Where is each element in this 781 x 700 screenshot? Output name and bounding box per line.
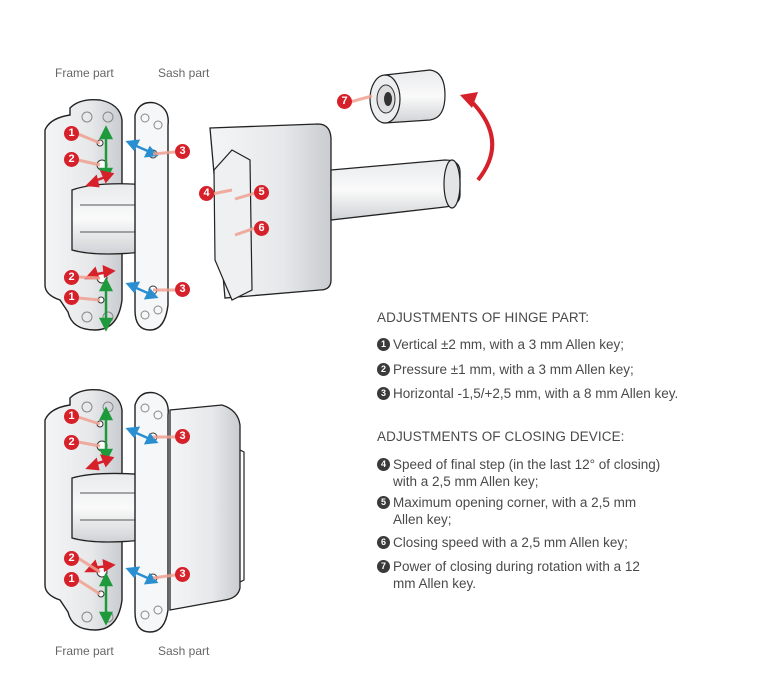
- hinge-item: 1 Vertical ±2 mm, with a 3 mm Allen key;: [377, 336, 707, 353]
- frame-part-label-top: Frame part: [55, 66, 114, 80]
- callout-2-top-upper: 2: [64, 152, 79, 167]
- top-hinge-drawing: [44, 69, 495, 332]
- callout-3-bottom-lower: 3: [175, 567, 190, 582]
- sash-part-bottom: [134, 391, 169, 633]
- callout-3-top-lower: 3: [175, 282, 190, 297]
- pressure-adjust-arrow: [84, 170, 116, 280]
- bottom-hinge-drawing: [44, 388, 245, 633]
- number-5-icon: 5: [377, 496, 390, 509]
- hinge-item: 2 Pressure ±1 mm, with a 3 mm Allen key;: [377, 361, 707, 378]
- callout-1-bottom-lower: 1: [64, 572, 79, 587]
- closing-item: 4 Speed of final step (in the last 12° o…: [377, 456, 682, 490]
- callout-3-top-upper: 3: [175, 144, 190, 159]
- callout-1-top-upper: 1: [64, 126, 79, 141]
- callout-5: 5: [254, 185, 269, 200]
- number-2-icon: 2: [377, 363, 390, 376]
- closing-cylinder: [330, 159, 461, 221]
- callout-7: 7: [337, 94, 352, 109]
- hinge-item: 3 Horizontal -1,5/+2,5 mm, with a 8 mm A…: [377, 385, 707, 402]
- number-4-icon: 4: [377, 458, 390, 471]
- rotation-arrow: [468, 98, 495, 182]
- number-1-icon: 1: [377, 338, 390, 351]
- spring-cap: [369, 69, 446, 124]
- closing-item: 7 Power of closing during rotation with …: [377, 558, 642, 592]
- callout-2-bottom-lower: 2: [64, 551, 79, 566]
- hinge-adjustments-heading: ADJUSTMENTS OF HINGE PART:: [377, 310, 590, 325]
- number-3-icon: 3: [377, 387, 390, 400]
- frame-part-label-bottom: Frame part: [55, 644, 114, 658]
- callout-2-bottom-upper: 2: [64, 435, 79, 450]
- number-7-icon: 7: [377, 560, 390, 573]
- sash-part-label-bottom: Sash part: [158, 644, 210, 658]
- closing-item: 5 Maximum opening corner, with a 2,5 mm …: [377, 494, 657, 528]
- closing-device-body-bottom: [169, 404, 241, 611]
- closing-item: 6 Closing speed with a 2,5 mm Allen key;: [377, 534, 707, 551]
- horizontal-adjust-arrow: [125, 139, 159, 300]
- callout-6: 6: [254, 221, 269, 236]
- sash-part-label-top: Sash part: [158, 66, 210, 80]
- callout-2-top-lower: 2: [64, 270, 79, 285]
- callout-1-bottom-upper: 1: [64, 409, 79, 424]
- callout-4: 4: [199, 186, 214, 201]
- closing-adjustments-heading: ADJUSTMENTS OF CLOSING DEVICE:: [377, 429, 625, 444]
- callout-3-bottom-upper: 3: [175, 429, 190, 444]
- sash-part-top: [134, 101, 169, 331]
- number-6-icon: 6: [377, 536, 390, 549]
- callout-1-top-lower: 1: [64, 290, 79, 305]
